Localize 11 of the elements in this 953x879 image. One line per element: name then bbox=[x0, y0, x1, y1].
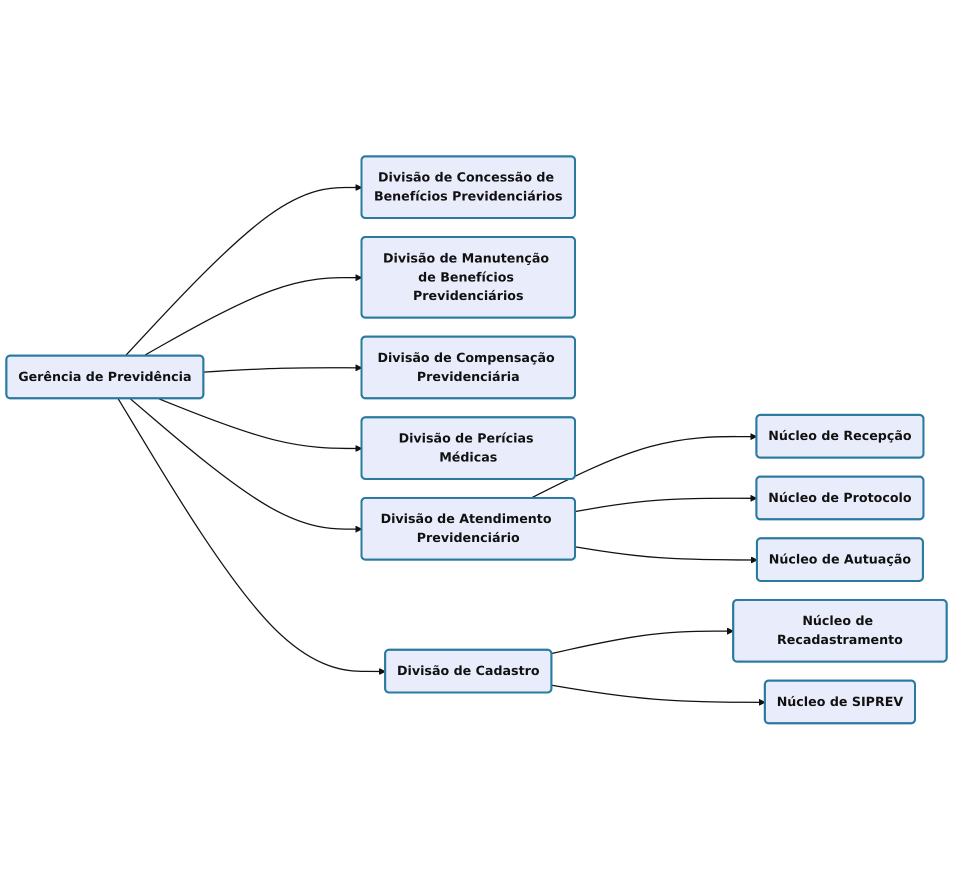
arrow bbox=[575, 494, 758, 512]
arrow bbox=[158, 398, 362, 452]
arrow bbox=[204, 364, 362, 372]
arrow bbox=[575, 546, 758, 564]
arrow bbox=[118, 398, 386, 675]
arrow bbox=[142, 274, 362, 356]
arrow bbox=[552, 627, 734, 654]
arrow bbox=[124, 184, 362, 356]
arrow bbox=[130, 398, 362, 532]
arrow bbox=[530, 432, 758, 499]
arrow bbox=[552, 684, 766, 706]
